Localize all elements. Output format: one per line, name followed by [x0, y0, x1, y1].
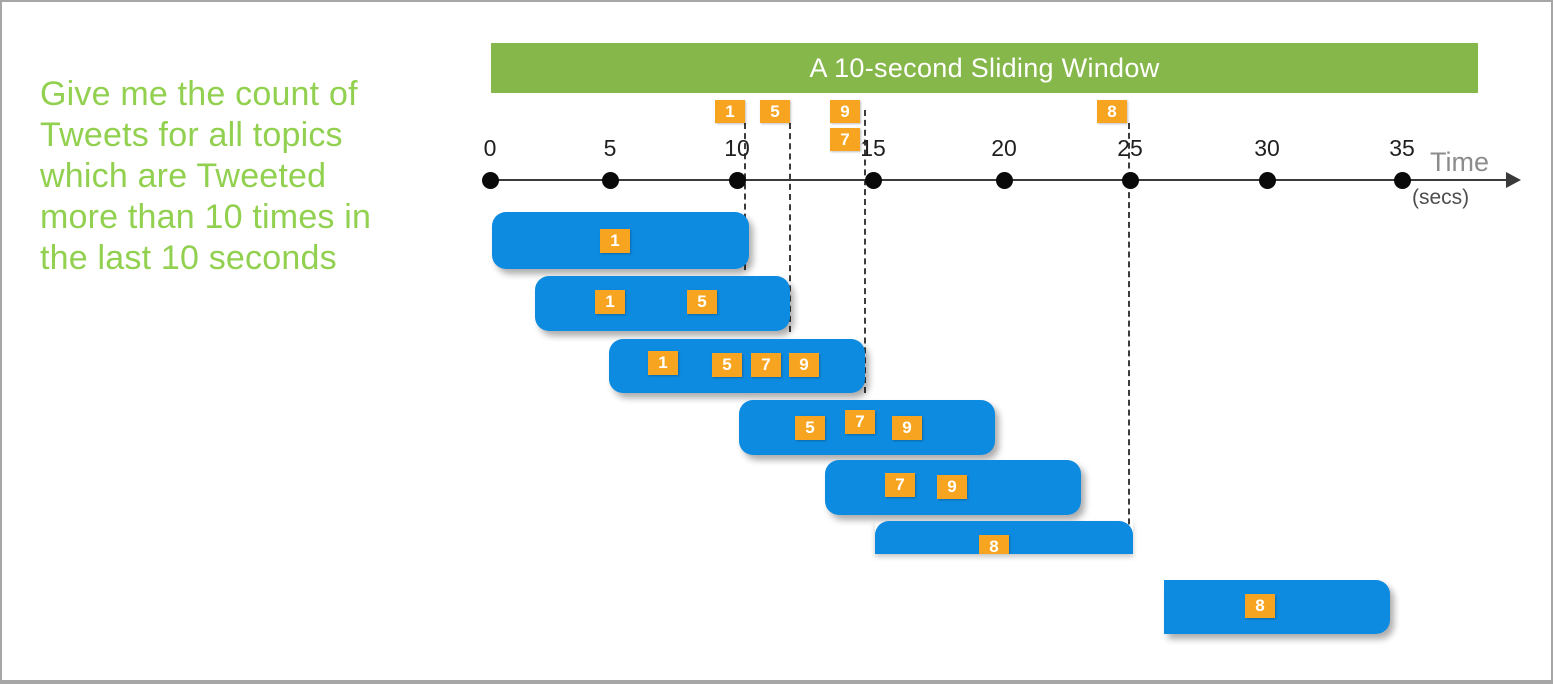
timeline-dot [1394, 172, 1411, 189]
time-axis-label: Time [1430, 147, 1489, 177]
window-badge: 1 [595, 290, 625, 314]
dashed-line [744, 123, 746, 270]
tick-label: 35 [1389, 135, 1415, 161]
window-badge: 1 [600, 229, 630, 253]
event-badge: 9 [830, 100, 860, 123]
timeline-arrowhead-icon [1506, 172, 1521, 188]
query-text: Give me the count of Tweets for all topi… [40, 75, 372, 277]
tick-label: 20 [991, 135, 1017, 161]
event-badge: 8 [1097, 100, 1127, 123]
tick-label: 0 [483, 135, 497, 161]
window-badge: 9 [937, 475, 967, 499]
timeline-dot [602, 172, 619, 189]
window-badge: 9 [892, 416, 922, 440]
dashed-line [864, 110, 866, 393]
tick-label: 10 [724, 135, 750, 161]
time-axis-sublabel: (secs) [1412, 186, 1470, 209]
tick-label: 15 [860, 135, 886, 161]
window-clip: 8 [875, 521, 1133, 554]
tick-label: 25 [1117, 135, 1143, 161]
event-badge: 5 [760, 100, 790, 123]
timeline-dot [865, 172, 882, 189]
window-badge: 5 [712, 353, 742, 377]
window-badge: 5 [687, 290, 717, 314]
timeline-dot [482, 172, 499, 189]
timeline-dot [729, 172, 746, 189]
window-badge: 8 [979, 535, 1009, 554]
window-badge: 8 [1245, 594, 1275, 618]
tick-label: 5 [603, 135, 617, 161]
dashed-line [789, 123, 791, 332]
window-badge: 5 [795, 416, 825, 440]
window-badge: 1 [648, 351, 678, 375]
event-badge: 1 [715, 100, 745, 123]
sliding-window [535, 276, 790, 331]
window-badge: 7 [751, 353, 781, 377]
event-badge: 7 [830, 128, 860, 151]
timeline-dot [1259, 172, 1276, 189]
window-badge: 7 [845, 410, 875, 434]
banner-label: A 10-second Sliding Window [809, 52, 1160, 83]
timeline-dot [1122, 172, 1139, 189]
dashed-line [1128, 123, 1130, 554]
tick-label: 30 [1254, 135, 1280, 161]
timeline-dot [996, 172, 1013, 189]
sliding-window-banner: A 10-second Sliding Window [491, 43, 1478, 93]
window-badge: 9 [789, 353, 819, 377]
window-badge: 7 [885, 473, 915, 497]
sliding-window [1164, 580, 1390, 634]
